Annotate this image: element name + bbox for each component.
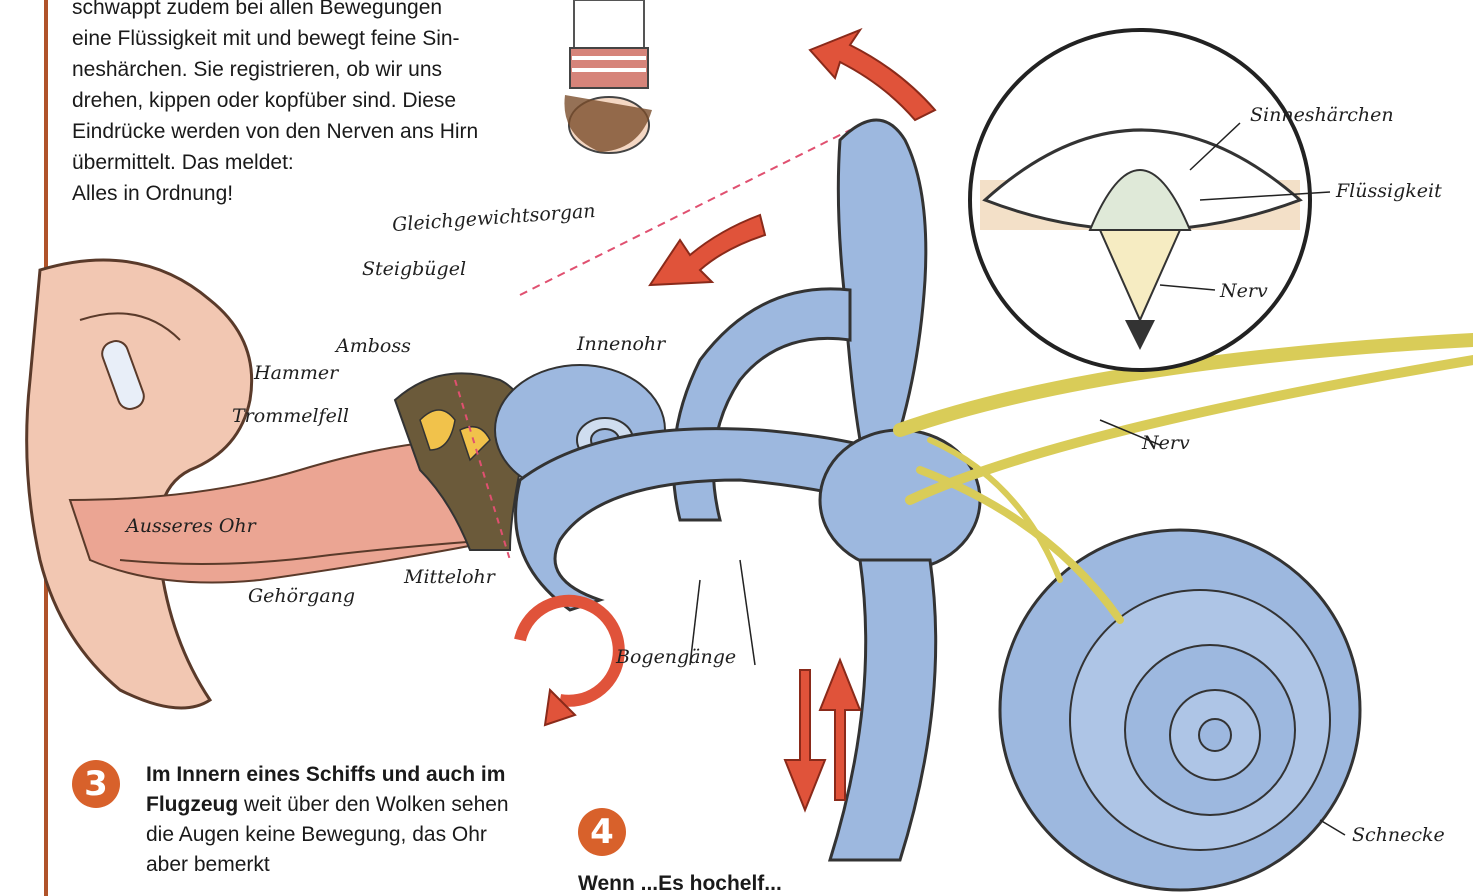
label-hammer: Hammer: [254, 362, 338, 384]
step-3-paragraph: Im Innern eines Schiffs und auch im Flug…: [146, 760, 526, 880]
outer-ear: [27, 260, 500, 708]
step-4-partial-text: Wenn ...Es hochelf...: [578, 872, 782, 896]
label-schnecke: Schnecke: [1352, 824, 1445, 846]
cochlea: [1000, 530, 1360, 890]
label-sinneshaerchen: Sinneshärchen: [1250, 104, 1394, 126]
label-amboss: Amboss: [336, 335, 411, 357]
label-ausseres-ohr: Ausseres Ohr: [126, 515, 256, 537]
label-mittelohr: Mittelohr: [404, 566, 495, 588]
label-nerv-inset: Nerv: [1220, 280, 1268, 302]
label-fluessigkeit: Flüssigkeit: [1336, 180, 1442, 202]
label-bogengaenge: Bogengänge: [616, 646, 736, 668]
label-innenohr: Innenohr: [577, 333, 665, 355]
label-trommelfell: Trommelfell: [232, 405, 349, 427]
step-3-badge: 3: [72, 760, 120, 808]
step-4-badge: 4: [578, 808, 626, 856]
upside-down-child-figure: [564, 0, 652, 153]
label-nerv-main: Nerv: [1142, 432, 1190, 454]
label-gehoergang: Gehörgang: [248, 585, 355, 607]
hair-cell-inset: [970, 30, 1310, 370]
label-steigbuegel: Steigbügel: [362, 258, 466, 280]
